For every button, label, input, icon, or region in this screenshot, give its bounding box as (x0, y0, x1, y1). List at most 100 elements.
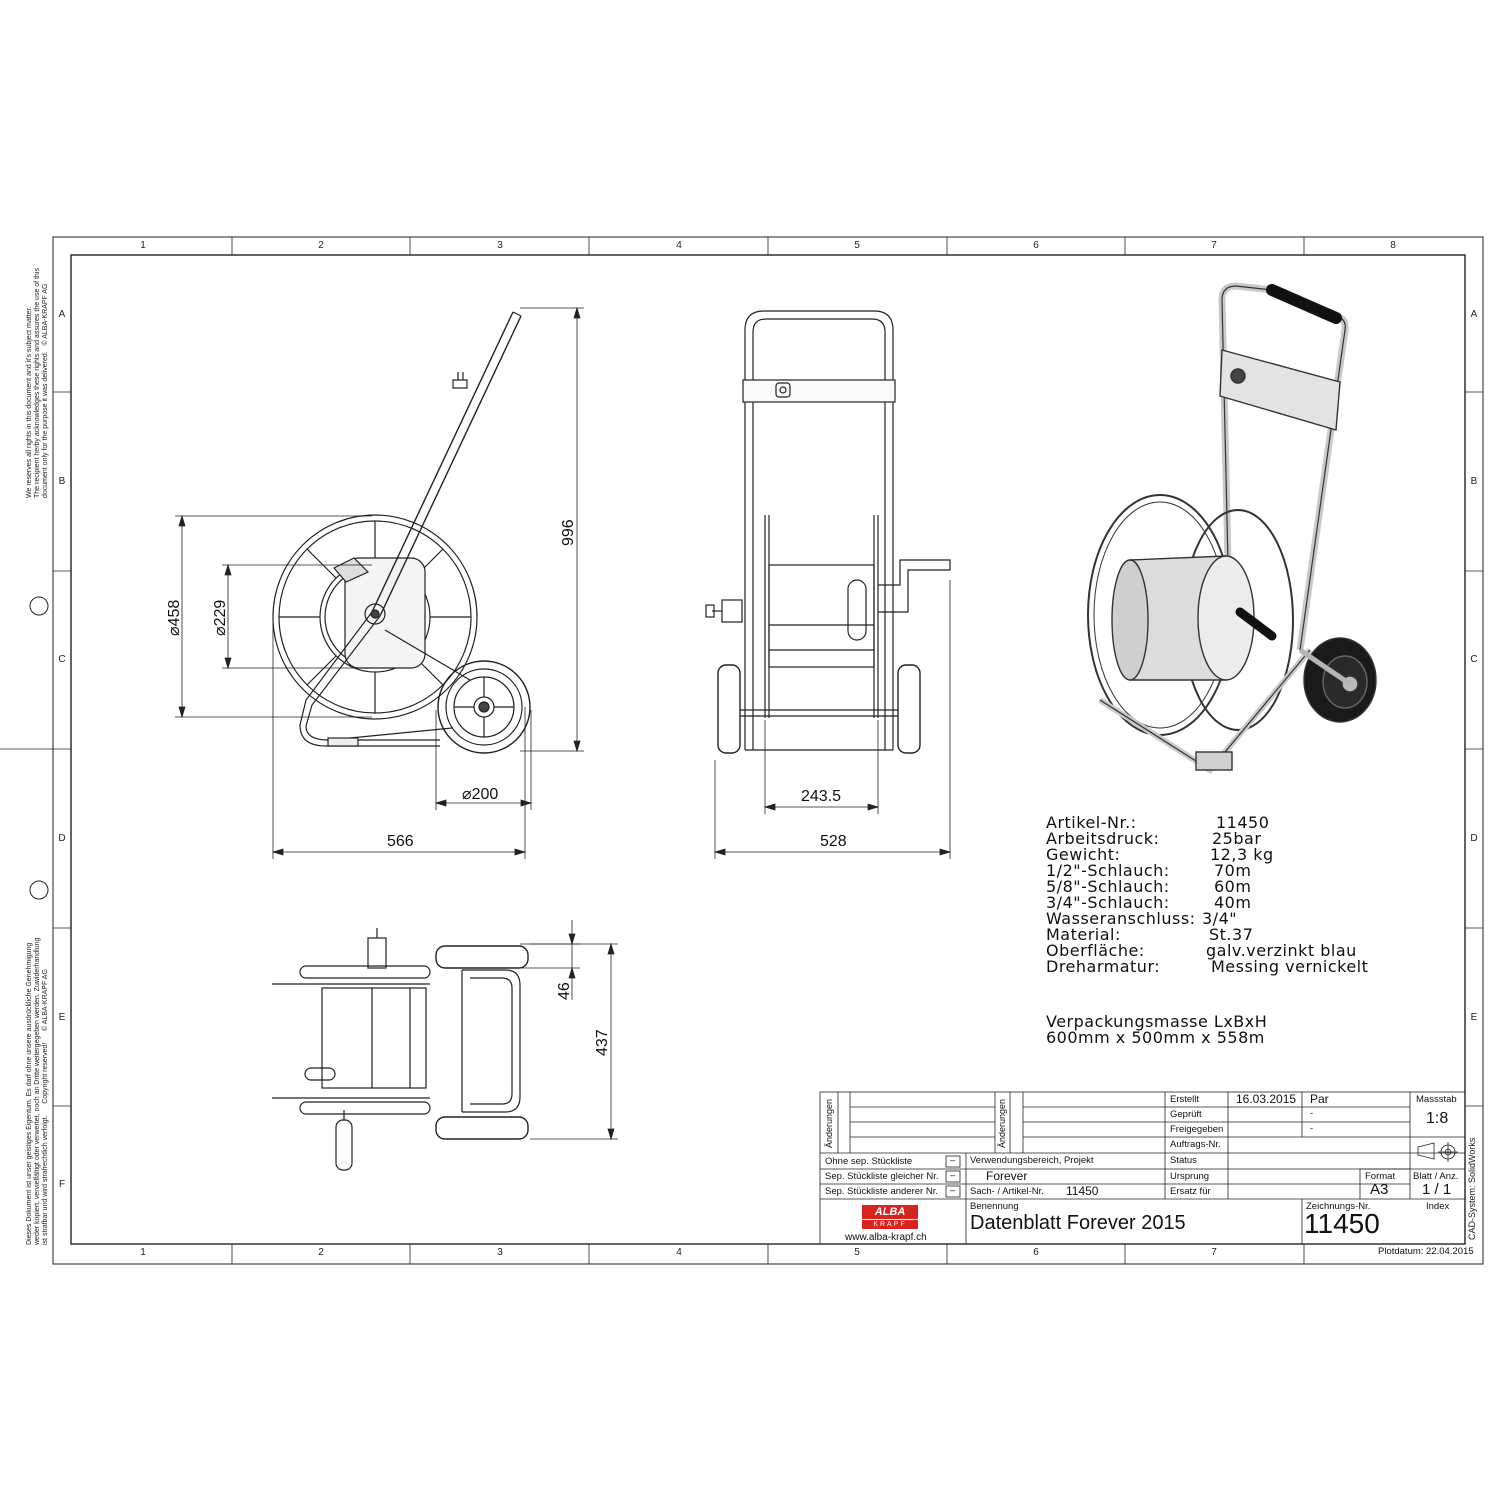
dim-width: 528 (820, 833, 847, 850)
zone-col-7-bottom: 7 (1211, 1247, 1217, 1258)
dim-plan-depth: 437 (594, 1029, 611, 1056)
spec-label: Wasseranschluss: (1046, 909, 1196, 928)
plan-view (272, 928, 529, 1171)
format-value: A3 (1370, 1181, 1389, 1198)
spec-label: Material: (1046, 925, 1121, 944)
zone-col-8: 8 (1390, 240, 1396, 251)
spec-value: Messing vernickelt (1211, 957, 1369, 976)
zone-col-3-bottom: 3 (497, 1247, 503, 1258)
spec-label: Gewicht: (1046, 845, 1121, 864)
rights-note-de: Dieses Dokument ist unser geistiges Eige… (26, 937, 49, 1245)
zone-col-2: 2 (318, 240, 324, 251)
alba-krapf-logo: ALBA KRAPF (862, 1205, 918, 1229)
rights-note-en: We reserves all rights in this document … (26, 268, 49, 498)
massstab-value: 1:8 (1426, 1110, 1449, 1127)
dim-outer-diameter: ⌀458 (166, 599, 183, 636)
benennung-label: Benennung (970, 1201, 1019, 1212)
spec-value: 25bar (1212, 829, 1262, 848)
geprueft-value: - (1310, 1108, 1314, 1119)
zone-col-7: 7 (1211, 240, 1217, 251)
dim-plan-small: 46 (556, 982, 573, 1000)
blatt-label: Blatt / Anz. (1413, 1171, 1459, 1182)
zone-row-b: B (58, 476, 66, 487)
sheet-frame (0, 236, 1484, 1265)
checkbox-gleich[interactable]: – (950, 1170, 956, 1181)
packaging-title-text: Verpackungsmasse LxBxH (1046, 1012, 1268, 1031)
side-view (272, 311, 531, 754)
zone-col-2-bottom: 2 (318, 1247, 324, 1258)
zone-row-e-right: E (1470, 1012, 1478, 1023)
spec-value: 40m (1214, 893, 1252, 912)
spec-label: 3/4"-Schlauch: (1046, 893, 1170, 912)
document-title: Datenblatt Forever 2015 (970, 1212, 1186, 1234)
front-view-dimensions (713, 580, 952, 859)
website-link[interactable]: www.alba-krapf.ch (845, 1232, 927, 1243)
plan-view-dimensions (520, 920, 618, 1141)
geprueft-label: Geprüft (1170, 1109, 1202, 1120)
auftrags-label: Auftrags-Nr. (1170, 1139, 1221, 1150)
erstellt-date: 16.03.2015 (1236, 1092, 1297, 1106)
zone-col-1: 1 (140, 240, 146, 251)
zone-col-6-bottom: 6 (1033, 1247, 1039, 1258)
erstellt-par: Par (1310, 1092, 1329, 1106)
front-view (705, 310, 951, 754)
spec-value: 3/4" (1202, 909, 1238, 928)
zone-row-c: C (58, 654, 66, 665)
checkbox-ander[interactable]: – (950, 1185, 956, 1196)
dim-inner-diameter: ⌀229 (212, 599, 229, 636)
spec-value: 11450 (1216, 813, 1270, 832)
spec-value: galv.verzinkt blau (1206, 941, 1357, 960)
checkbox-ohne[interactable]: – (950, 1155, 956, 1166)
zone-row-d-right: D (1470, 833, 1478, 844)
zone-col-3: 3 (497, 240, 503, 251)
sach-value: 11450 (1066, 1184, 1099, 1198)
sep-gleich-label: Sep. Stückliste gleicher Nr. (825, 1171, 939, 1182)
ursprung-label: Ursprung (1170, 1171, 1210, 1182)
zone-row-e: E (58, 1012, 66, 1023)
verwendung-label: Verwendungsbereich, Projekt (970, 1155, 1094, 1166)
side-view-dimensions (175, 306, 584, 859)
logo-top: ALBA (862, 1205, 918, 1219)
zone-row-d: D (58, 833, 66, 844)
zone-col-6: 6 (1033, 240, 1039, 251)
zone-row-b-right: B (1470, 476, 1478, 487)
freigegeben-label: Freigegeben (1170, 1124, 1224, 1135)
freigegeben-value: - (1310, 1123, 1314, 1134)
zone-col-4: 4 (676, 240, 682, 251)
title-block-grid (819, 1091, 1466, 1245)
spec-value: 12,3 kg (1210, 845, 1274, 864)
spec-label: Arbeitsdruck: (1046, 829, 1160, 848)
zeichnungs-value: 11450 (1304, 1208, 1380, 1239)
spec-label: Oberfläche: (1046, 941, 1145, 960)
aenderungen-label: Änderungen (824, 1098, 834, 1148)
plotdatum: Plotdatum: 22.04.2015 (1378, 1246, 1474, 1257)
sep-ander-label: Sep. Stückliste anderer Nr. (825, 1186, 938, 1197)
spec-value: 70m (1214, 861, 1252, 880)
verwendung-value: Forever (986, 1169, 1028, 1183)
ersatz-label: Ersatz für (1170, 1186, 1211, 1197)
logo-bottom: KRAPF (862, 1220, 918, 1229)
spec-value: St.37 (1209, 925, 1254, 944)
zone-row-a-right: A (1470, 309, 1478, 320)
packaging-value-text: 600mm x 500mm x 558m (1046, 1028, 1265, 1047)
index-label: Index (1426, 1201, 1450, 1212)
sach-label: Sach- / Artikel-Nr. (970, 1186, 1044, 1197)
zone-col-5: 5 (854, 240, 860, 251)
status-label: Status (1170, 1155, 1197, 1166)
erstellt-label: Erstellt (1170, 1094, 1200, 1105)
massstab-label: Massstab (1416, 1094, 1457, 1105)
dim-wheel-diameter: ⌀200 (462, 786, 499, 803)
zone-row-f: F (58, 1179, 66, 1190)
spec-label: Artikel-Nr.: (1046, 813, 1137, 832)
spec-label: 5/8"-Schlauch: (1046, 877, 1170, 896)
dim-height: 996 (560, 519, 577, 546)
aenderungen-label-2: Änderungen (997, 1098, 1007, 1148)
zone-row-a: A (58, 309, 66, 320)
dim-length: 566 (387, 833, 414, 850)
zeichnungs-label: Zeichnungs-Nr. (1306, 1201, 1371, 1212)
spec-value: 60m (1214, 877, 1252, 896)
zone-col-5-bottom: 5 (854, 1247, 860, 1258)
dim-track: 243.5 (801, 788, 842, 805)
zone-row-c-right: C (1470, 654, 1478, 665)
